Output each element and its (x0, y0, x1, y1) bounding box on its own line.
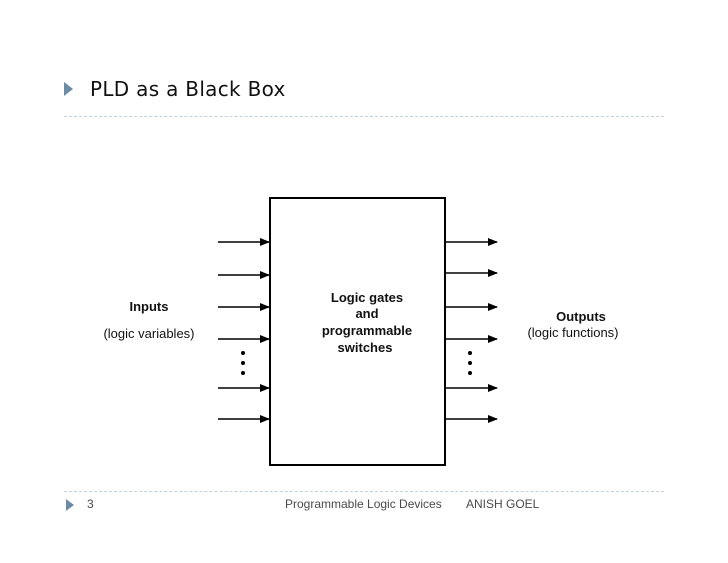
output-ellipsis-icon (468, 351, 472, 375)
outputs-label: Outputs (556, 309, 606, 324)
box-label-line: Logic gates (331, 290, 403, 305)
footer-author: ANISH GOEL (466, 497, 540, 511)
page-number: 3 (87, 497, 94, 511)
inputs-label: Inputs (130, 299, 169, 314)
triangle-bullet-icon (66, 499, 74, 511)
input-ellipsis-icon (241, 351, 245, 375)
slide-title-row: PLD as a Black Box (64, 74, 286, 104)
footer-divider (64, 491, 664, 492)
box-label-line: switches (338, 340, 393, 355)
footer-course: Programmable Logic Devices (285, 497, 442, 511)
triangle-bullet-icon (64, 82, 73, 96)
output-arrows (445, 238, 498, 423)
slide-title: PLD as a Black Box (90, 77, 286, 101)
outputs-sublabel: (logic functions) (527, 325, 618, 340)
inputs-sublabel: (logic variables) (103, 326, 194, 341)
box-label-line: and (355, 306, 378, 321)
input-arrows (218, 238, 270, 423)
title-divider (64, 116, 664, 117)
black-box (269, 197, 446, 466)
box-label-line: programmable (322, 323, 412, 338)
